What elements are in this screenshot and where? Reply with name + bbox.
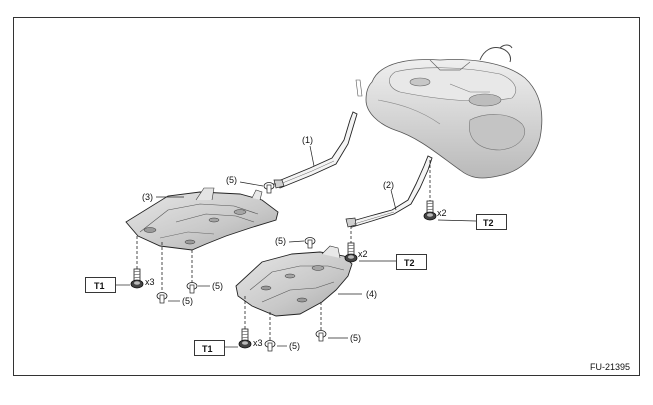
callout-5-bottom-1: (5) [289,341,300,351]
callout-3: (3) [142,192,153,202]
clip-top [263,182,275,194]
torque-box-t1-left: T1 [85,277,116,293]
svg-text:T1: T1 [94,281,105,291]
qty-x2-right: x2 [437,208,447,218]
bolt-t1-left [130,268,144,289]
leader-lines [116,145,477,348]
diagram-border [13,17,640,376]
callout-5-left-1: (5) [182,296,193,306]
tank-band-1 [273,111,358,189]
svg-text:T1: T1 [202,344,213,354]
callout-5-mid: (5) [275,236,286,246]
torque-box-t2-mid: T2 [396,254,427,270]
clip-mid [304,237,316,249]
torque-box-t2-right: T2 [476,214,507,230]
svg-text:T2: T2 [483,218,494,228]
callout-5-left-2: (5) [212,281,223,291]
figure-code: FU-21395 [590,362,630,372]
callout-4: (4) [366,289,377,299]
callout-1: (1) [302,135,313,145]
qty-x2-mid: x2 [358,249,368,259]
bolt-t2-right [423,200,437,221]
tank-band-2 [345,155,433,228]
callout-2: (2) [383,180,394,190]
clip-bottom-2 [315,330,327,342]
clip-bottom-1 [264,340,276,352]
undercover-3 [125,187,279,251]
undercover-4 [235,245,353,317]
clip-left-2 [186,282,198,294]
svg-text:T2: T2 [404,258,415,268]
callout-5-top: (5) [226,175,237,185]
install-lines [136,160,431,340]
clip-left-1 [156,292,168,304]
qty-x3-bottom: x3 [253,338,263,348]
callout-5-bottom-2: (5) [350,333,361,343]
fuel-tank [355,44,543,179]
torque-box-t1-bottom: T1 [194,340,225,356]
bolt-t2-mid [344,242,358,263]
bolt-t1-bottom [238,328,252,349]
qty-x3-left: x3 [145,277,155,287]
